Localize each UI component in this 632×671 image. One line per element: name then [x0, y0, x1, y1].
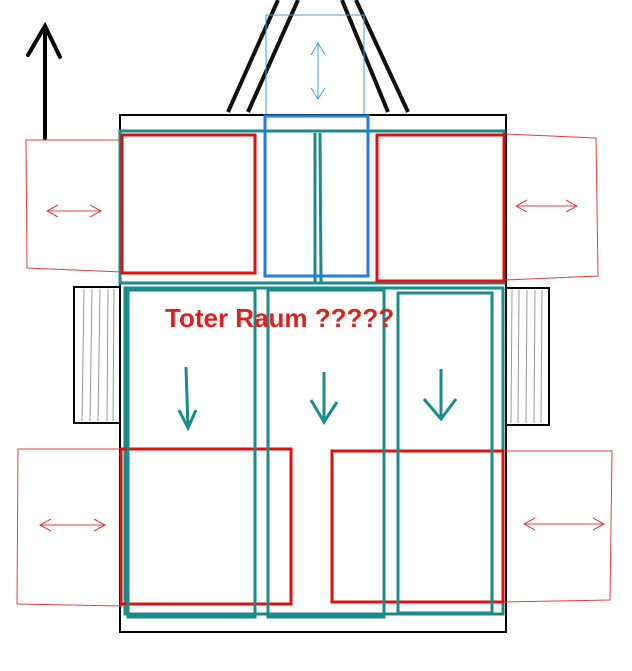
double-arrow-icon	[514, 199, 579, 213]
wheel-left	[73, 286, 121, 424]
double-arrow-icon	[38, 518, 107, 532]
teal-column-right	[396, 291, 494, 615]
direction-up-arrow-icon	[26, 21, 62, 140]
main-body	[119, 114, 507, 633]
teal-column-left	[126, 288, 257, 619]
red-box-front-right	[375, 133, 506, 283]
extension-front-left	[25, 139, 123, 273]
extension-front-right	[503, 133, 599, 281]
flow-down-arrow-icon-left	[177, 366, 198, 432]
extension-rear-right	[501, 450, 613, 603]
teal-front-strip	[118, 129, 506, 285]
front-extension	[265, 14, 365, 118]
flow-down-arrow-icon-right	[422, 369, 458, 422]
blue-center-box	[263, 114, 370, 278]
double-arrow-icon	[522, 517, 606, 531]
red-box-rear-left	[119, 447, 293, 606]
vertical-double-arrow-icon	[310, 42, 326, 100]
red-box-front-left	[120, 133, 257, 275]
teal-center-lines	[313, 132, 323, 283]
dead-space-label: Toter Raum ?????	[165, 303, 394, 333]
double-arrow-icon	[45, 204, 103, 218]
extension-rear-left	[16, 448, 123, 607]
flow-down-arrow-icon-center	[309, 372, 339, 425]
teal-column-center	[266, 288, 386, 619]
red-box-rear-right	[330, 449, 505, 604]
wheel-right	[505, 287, 550, 426]
hitch-lines	[226, 0, 410, 113]
